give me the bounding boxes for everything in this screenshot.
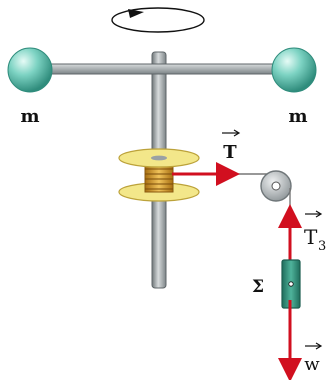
curved-rotation-arrow-icon xyxy=(111,7,205,33)
tension-label-group: T xyxy=(222,129,241,163)
horizontal-arm xyxy=(43,63,281,75)
tension3-label-group: T 3 xyxy=(304,210,326,254)
tension-label: T xyxy=(223,142,237,163)
right-mass-label: m xyxy=(288,106,307,127)
left-sphere-mass xyxy=(7,47,53,93)
tension3-subscript: 3 xyxy=(318,239,326,254)
right-sphere-mass xyxy=(271,47,317,93)
pulley xyxy=(260,170,292,202)
spool xyxy=(118,148,200,202)
hanging-body-label: Σ xyxy=(252,277,264,297)
weight-label-group: w xyxy=(304,342,323,375)
left-mass-label: m xyxy=(20,106,39,127)
tension3-label: T xyxy=(304,225,318,249)
weight-label: w xyxy=(304,354,320,375)
body-center-dot xyxy=(288,281,294,287)
